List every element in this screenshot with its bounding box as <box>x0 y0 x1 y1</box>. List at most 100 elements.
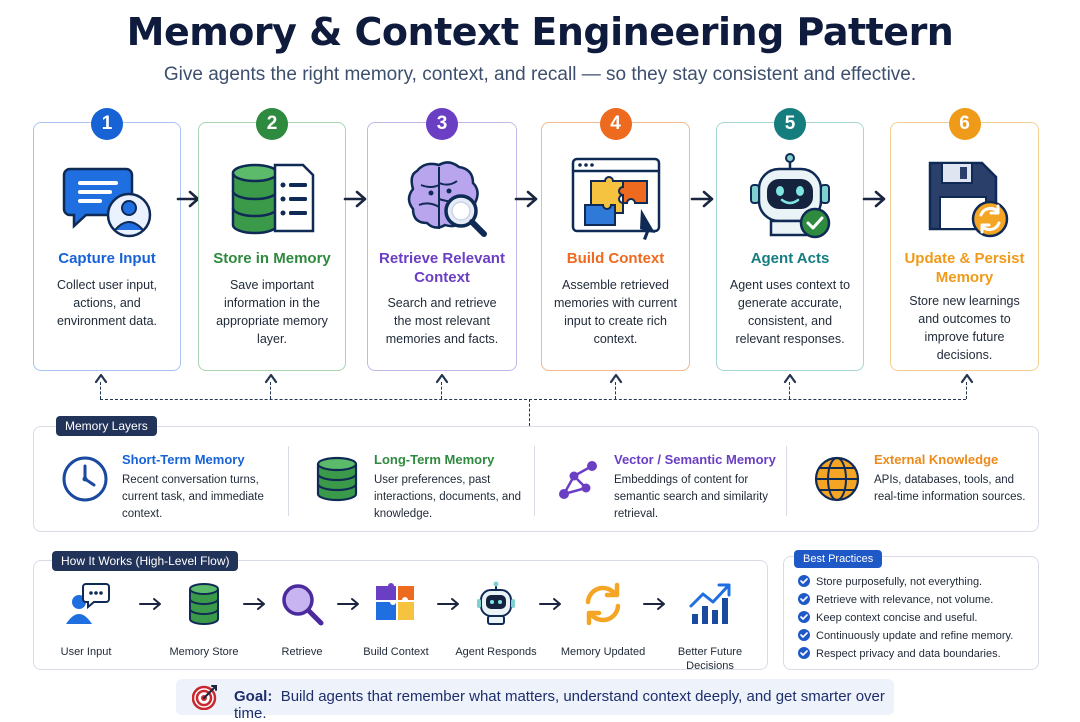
layer-long-term: Long-Term Memory User preferences, past … <box>312 452 542 522</box>
best-practice-text: Retrieve with relevance, not volume. <box>816 594 994 606</box>
layer-title: Long-Term Memory <box>374 452 495 467</box>
brain-search-icon <box>387 153 497 243</box>
arrow-up-icon <box>435 373 449 384</box>
best-practice-text: Store purposefully, not everything. <box>816 576 983 588</box>
arrow-right-icon <box>643 598 665 610</box>
check-circle-icon <box>798 629 810 641</box>
divider <box>534 446 535 516</box>
arrow-right-icon <box>343 190 367 208</box>
database-icon <box>316 456 358 502</box>
best-practice-item: Store purposefully, not everything. <box>798 574 1028 591</box>
memory-layers-panel <box>33 426 1039 532</box>
step-description: Collect user input, actions, and environ… <box>56 278 158 328</box>
database-icon <box>189 583 219 625</box>
check-circle-icon <box>798 647 810 659</box>
step-number: 3 <box>426 108 458 140</box>
step-number: 4 <box>599 108 632 140</box>
page-subtitle: Give agents the right memory, context, a… <box>163 64 917 85</box>
best-practice-text: Keep context concise and useful. <box>816 612 978 624</box>
arrow-right-icon <box>514 190 538 208</box>
step-title: Store in Memory <box>213 250 331 267</box>
layer-short-term: Short-Term Memory Recent conversation tu… <box>60 452 290 522</box>
flow-label: Memory Updated <box>560 646 646 658</box>
growth-chart-icon <box>689 583 731 624</box>
best-practice-text: Respect privacy and data boundaries. <box>816 648 1001 660</box>
flow-memory-updated: Memory Updated <box>558 580 648 660</box>
feedback-line <box>441 382 442 399</box>
arrow-right-icon <box>437 598 459 610</box>
network-nodes-icon <box>559 461 597 499</box>
flow-label: Better Future Decisions <box>677 646 743 672</box>
step-retrieve-relevant-context: 3 Retrieve Relevant Context Search and r… <box>367 108 517 371</box>
step-build-context: 4 Build Context Assemble retrieved memor… <box>541 108 690 371</box>
step-number: 5 <box>774 108 806 140</box>
goal-text: Goal: Build agents that remember what ma… <box>234 688 894 722</box>
arrow-up-icon <box>94 373 108 384</box>
arrow-right-icon <box>243 598 265 610</box>
goal-banner: Goal: Build agents that remember what ma… <box>176 679 894 722</box>
goal-label: Goal: <box>234 688 273 705</box>
flow-label: Build Context <box>363 646 429 658</box>
layer-description: APIs, databases, tools, and real-time in… <box>874 474 1026 503</box>
globe-icon <box>814 456 860 502</box>
step-number: 6 <box>948 108 981 140</box>
step-title: Build Context <box>566 250 665 267</box>
chat-user-icon <box>52 153 162 243</box>
puzzle-icon <box>376 583 414 620</box>
database-list-icon <box>217 153 327 243</box>
layer-description: Embeddings of content for semantic searc… <box>614 474 769 520</box>
best-practice-text: Continuously update and refine memory. <box>816 630 1014 642</box>
divider <box>786 446 787 516</box>
arrow-right-icon <box>690 190 714 208</box>
flow-better-future-decisions: Better Future Decisions <box>665 580 755 672</box>
flow-build-context: Build Context <box>351 580 441 660</box>
step-description: Agent uses context to generate accurate,… <box>729 278 851 346</box>
layer-title: Short-Term Memory <box>122 452 245 467</box>
step-update-persist-memory: 6 Update & Persist Memory Store new lear… <box>890 108 1039 371</box>
magnifier-icon <box>282 584 324 626</box>
clock-icon <box>62 456 108 502</box>
arrow-right-icon <box>539 598 561 610</box>
flow-agent-responds: Agent Responds <box>451 580 541 660</box>
arrow-right-icon <box>139 598 161 610</box>
user-chat-icon <box>66 583 110 624</box>
feedback-line <box>270 382 271 399</box>
feedback-line <box>966 382 967 399</box>
step-agent-acts: 5 Agent Acts Agent uses context to gener… <box>716 108 864 371</box>
best-practices-tag: Best Practices <box>794 550 883 568</box>
layer-description: Recent conversation turns, current task,… <box>122 474 264 520</box>
layer-external-knowledge: External Knowledge APIs, databases, tool… <box>812 452 1032 522</box>
layer-vector-semantic: Vector / Semantic Memory Embeddings of c… <box>552 452 782 522</box>
layer-title: External Knowledge <box>874 452 999 467</box>
feedback-line <box>529 399 530 426</box>
divider <box>288 446 289 516</box>
feedback-line <box>615 382 616 399</box>
step-description: Store new learnings and outcomes to impr… <box>909 294 1020 362</box>
memory-layers-tag: Memory Layers <box>56 416 157 436</box>
arrow-up-icon <box>609 373 623 384</box>
check-circle-icon <box>798 575 810 587</box>
best-practices-panel <box>783 556 1039 670</box>
check-circle-icon <box>798 593 810 605</box>
layer-title: Vector / Semantic Memory <box>614 452 776 467</box>
goal-statement: Build agents that remember what matters,… <box>234 688 885 722</box>
flow-label: Retrieve <box>281 646 323 658</box>
feedback-line <box>100 382 101 399</box>
step-title: Capture Input <box>58 250 156 267</box>
arrow-up-icon <box>264 373 278 384</box>
arrow-up-icon <box>960 373 974 384</box>
feedback-line <box>789 382 790 399</box>
best-practice-item: Retrieve with relevance, not volume. <box>798 592 1028 609</box>
step-description: Search and retrieve the most relevant me… <box>385 296 499 346</box>
save-sync-icon <box>910 153 1020 243</box>
flow-retrieve: Retrieve <box>257 580 347 660</box>
step-title: Agent Acts <box>750 250 830 267</box>
how-it-works-tag: How It Works (High-Level Flow) <box>52 551 239 571</box>
puzzle-window-icon <box>561 153 671 243</box>
step-title: Retrieve Relevant Context <box>379 250 505 286</box>
flow-label: Agent Responds <box>455 646 537 658</box>
feedback-line <box>100 399 966 400</box>
layer-description: User preferences, past interactions, doc… <box>374 474 522 520</box>
step-title: Update & Persist Memory <box>904 250 1025 286</box>
best-practice-item: Continuously update and refine memory. <box>798 628 1028 645</box>
